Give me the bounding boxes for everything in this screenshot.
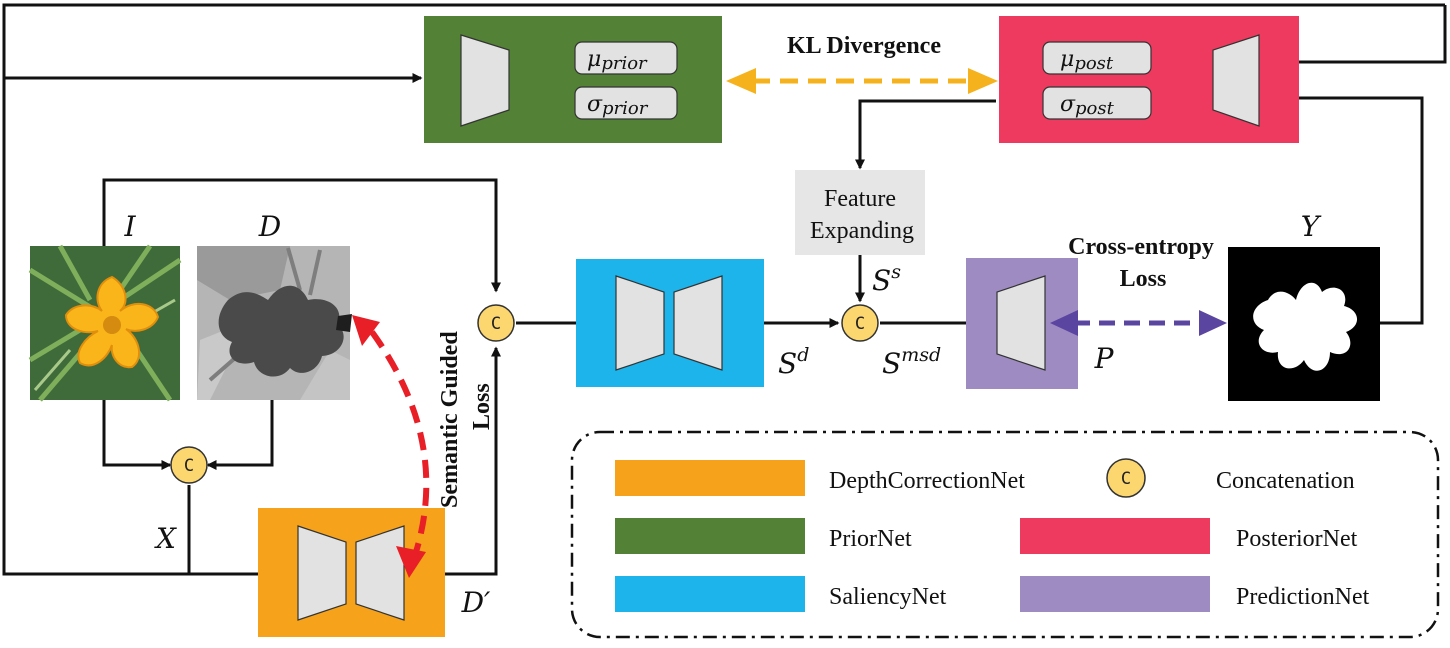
- legend-label-depthcorrection: DepthCorrectionNet: [829, 468, 1025, 494]
- svg-text:C: C: [491, 314, 501, 334]
- legend-swatch-prediction: [1020, 576, 1210, 612]
- legend-swatch-depthcorrection: [615, 460, 805, 496]
- legend-label-prediction: PredictionNet: [1236, 584, 1370, 610]
- mu-prior-box: [574, 41, 678, 75]
- var-S-msd: Smsd: [882, 344, 941, 380]
- var-I: I: [123, 210, 136, 243]
- var-Y: Y: [1301, 210, 1322, 243]
- posterior-net: μpost σpost: [999, 16, 1299, 143]
- semantic-guided-arrow: [352, 315, 430, 578]
- concat-circle-icon: C: [170, 446, 208, 484]
- feature-expanding-box: Feature Expanding: [795, 170, 925, 255]
- prior-net: μprior σprior: [424, 16, 722, 143]
- sigma-post-label: σpost: [1060, 92, 1115, 119]
- image-to-concat-line: [102, 178, 501, 293]
- concat-circle-icon: C: [477, 304, 515, 342]
- var-S-s: Ss: [872, 261, 901, 297]
- legend-label-prior: PriorNet: [829, 526, 912, 552]
- posterior-encoder-trapezoid: [1212, 34, 1260, 127]
- kl-divergence-arrow: [726, 68, 998, 94]
- sigma-post-box: [1042, 86, 1152, 120]
- svg-text:Expanding: Expanding: [810, 218, 914, 244]
- var-D-prime: D′: [461, 586, 491, 619]
- var-P: P: [1094, 342, 1115, 375]
- cross-entropy-label: Cross-entropy: [1068, 234, 1214, 260]
- kl-divergence-label: KL Divergence: [787, 33, 941, 59]
- depth-correction-net: [258, 508, 445, 637]
- var-S-d: Sd: [778, 344, 809, 380]
- semantic-guided-label-2: Loss: [469, 383, 495, 430]
- svg-text:C: C: [184, 456, 194, 476]
- saliency-net: [576, 259, 764, 387]
- cross-entropy-arrow: [1050, 310, 1227, 336]
- svg-text:C: C: [1121, 469, 1131, 489]
- legend-label-saliency: SaliencyNet: [829, 584, 947, 610]
- svg-text:Feature: Feature: [824, 186, 896, 212]
- var-D: D: [258, 210, 281, 243]
- saliency-mask-icon: [1228, 247, 1380, 401]
- depth-map-icon: [197, 246, 352, 400]
- legend-label-posterior: PosteriorNet: [1236, 526, 1358, 552]
- legend-swatch-posterior: [1020, 518, 1210, 554]
- mu-prior-label: μprior: [587, 47, 648, 74]
- mu-post-box: [1042, 41, 1152, 75]
- posterior-upper-input-line: [1265, 5, 1447, 67]
- sigma-prior-box: [574, 86, 678, 120]
- mu-post-label: μpost: [1060, 47, 1114, 74]
- mask-to-posterior-line: [1265, 93, 1424, 325]
- prior-encoder-trapezoid: [460, 34, 510, 127]
- concat-circle-icon: C: [841, 304, 879, 342]
- legend-swatch-prior: [615, 518, 805, 554]
- cross-entropy-label-2: Loss: [1120, 266, 1167, 292]
- legend: DepthCorrectionNet PriorNet SaliencyNet …: [570, 430, 1440, 639]
- legend-concat-icon: C: [1106, 458, 1146, 498]
- legend-label-concat: Concatenation: [1216, 468, 1355, 494]
- flower-photo-icon: [28, 244, 182, 402]
- semantic-guided-label: Semantic Guided: [437, 331, 463, 508]
- svg-text:C: C: [855, 314, 865, 334]
- var-X: X: [154, 522, 177, 555]
- sigma-prior-label: σprior: [587, 92, 649, 119]
- legend-swatch-saliency: [615, 576, 805, 612]
- left-edge-line: [2, 78, 302, 579]
